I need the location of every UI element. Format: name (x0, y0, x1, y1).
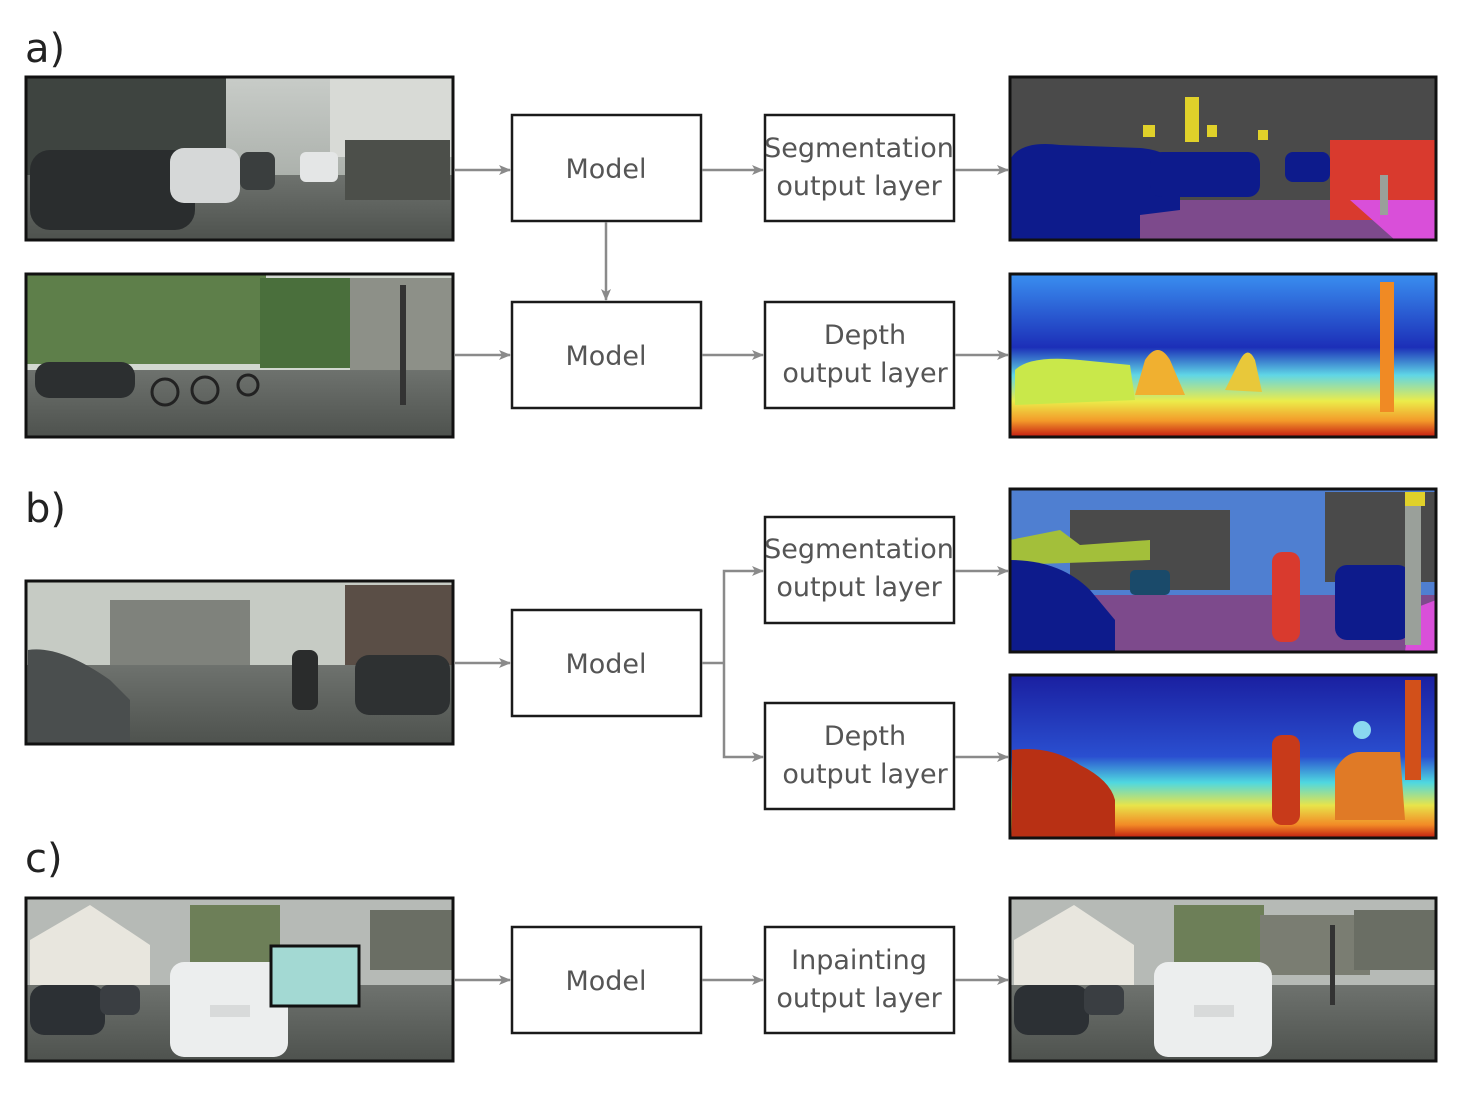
panel-b-model-box (510, 608, 703, 718)
panel-a-model-label-2: Model (565, 341, 646, 372)
panel-a-segmentation-head-line1: Segmentation (764, 133, 954, 164)
panel-a-segmentation-output-image (1008, 75, 1438, 242)
panel-b-label: b) (25, 486, 66, 532)
panel-c-inpainting-head-box (763, 925, 956, 1035)
panel-a-depth-head-line1: Depth (824, 320, 906, 351)
panel-a-depth-head-line2: output layer (782, 358, 948, 389)
panel-c-label: c) (25, 836, 63, 882)
panel-b-segmentation-head-box (763, 515, 956, 625)
panel-b-segmentation-head-line1: Segmentation (764, 534, 954, 565)
panel-c-model-box (510, 925, 703, 1035)
panel-b-input-image (24, 579, 455, 746)
panel-a-model-box-2 (510, 300, 703, 410)
panel-a-input-image-1 (24, 75, 455, 242)
panel-a-depth-output-image (1008, 272, 1438, 439)
panel-c-input-image (24, 896, 455, 1063)
panel-a-input-image-2 (24, 272, 455, 439)
panel-a-segmentation-head-line2: output layer (776, 171, 942, 202)
panel-c-mask-patch (269, 944, 361, 1008)
panel-a-segmentation-head-box (763, 113, 956, 223)
panel-c-inpainting-output-image (1008, 896, 1438, 1063)
panel-b-depth-head-line2: output layer (782, 759, 948, 790)
panel-b-segmentation-head-line2: output layer (776, 572, 942, 603)
panel-a-label: a) (25, 26, 65, 72)
panel-c-inpainting-head-line1: Inpainting (791, 945, 927, 976)
panel-b-depth-output-image (1008, 673, 1438, 840)
panel-b-segmentation-output-image (1008, 487, 1438, 654)
panel-c-model-label: Model (565, 966, 646, 997)
panel-b-arrow-branch-to-seghead (722, 566, 764, 663)
panel-b-model-label: Model (565, 649, 646, 680)
panel-b-depth-head-line1: Depth (824, 721, 906, 752)
panel-b-depth-head-box (763, 701, 956, 811)
panel-a-model-box-1 (510, 113, 703, 223)
panel-a-depth-head-box (763, 300, 956, 410)
panel-b-arrow-branch-to-depthhead (722, 663, 764, 762)
panel-a-model-label-1: Model (565, 154, 646, 185)
panel-c-inpainting-head-line2: output layer (776, 983, 942, 1014)
